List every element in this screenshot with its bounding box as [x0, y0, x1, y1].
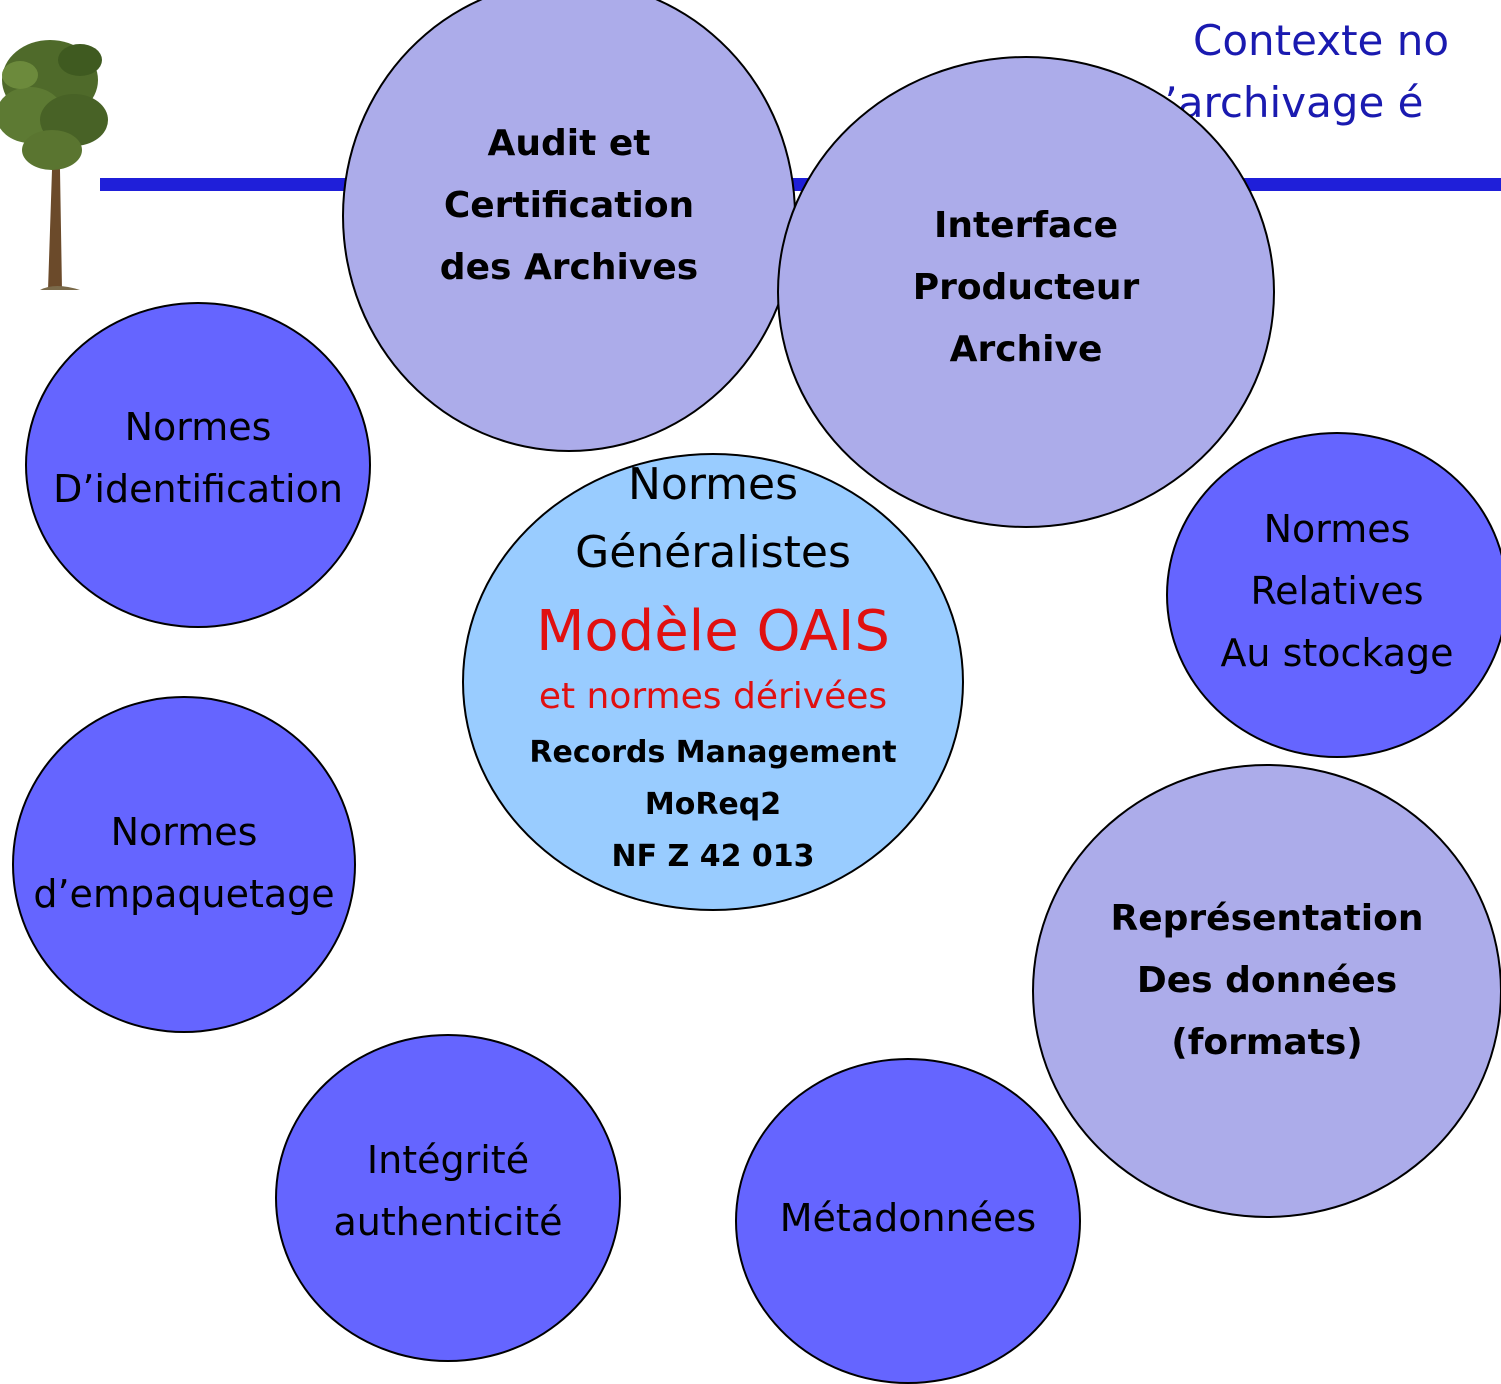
bubble-representation-line-3: (formats)	[1171, 1022, 1363, 1063]
bubble-metadonnees: Métadonnées	[735, 1058, 1081, 1384]
bubble-stockage-line-2: Relatives	[1250, 569, 1424, 613]
bubble-normes-generalistes: Normes Généralistes Modèle OAIS et norme…	[462, 453, 964, 911]
core-line-2: Généralistes	[575, 527, 851, 578]
bubble-metadonnees-line-1: Métadonnées	[779, 1196, 1037, 1240]
core-item-records: Records Management	[529, 735, 897, 770]
bubble-interface-producteur: Interface Producteur Archive	[777, 56, 1275, 528]
slide-title: Contexte no L’archivage é	[1141, 10, 1501, 134]
bubble-audit-line-1: Audit et	[487, 123, 651, 164]
bubble-audit-line-2: Certification	[443, 185, 695, 226]
tree-icon	[0, 40, 108, 290]
bubble-representation-line-2: Des données	[1136, 960, 1398, 1001]
bubble-normes-stockage: Normes Relatives Au stockage	[1166, 432, 1501, 758]
bubble-empaquetage-line-2: d’empaquetage	[33, 871, 335, 916]
bubble-stockage-line-3: Au stockage	[1220, 631, 1454, 675]
core-derived-label: et normes dérivées	[538, 676, 888, 717]
bubble-interface-line-2: Producteur	[912, 267, 1140, 308]
bubble-integrite-line-2: authenticité	[333, 1200, 563, 1244]
bubble-normes-empaquetage: Normes d’empaquetage	[12, 696, 356, 1033]
bubble-representation-line-1: Représentation	[1110, 898, 1424, 939]
bubble-integrite-authenticite: Intégrité authenticité	[275, 1034, 621, 1362]
bubble-empaquetage-line-1: Normes	[110, 809, 258, 854]
bubble-representation-donnees: Représentation Des données (formats)	[1032, 764, 1501, 1218]
bubble-identification-line-1: Normes	[124, 405, 272, 449]
bubble-stockage-line-1: Normes	[1263, 507, 1411, 551]
core-item-moreq2: MoReq2	[644, 787, 782, 822]
core-item-nfz: NF Z 42 013	[611, 839, 815, 874]
core-oais-label: Modèle OAIS	[536, 599, 890, 664]
bubble-interface-line-1: Interface	[933, 205, 1119, 246]
title-line-1: Contexte no	[1193, 16, 1450, 65]
bubble-integrite-line-1: Intégrité	[366, 1138, 530, 1182]
bubble-normes-identification: Normes D’identification	[25, 302, 371, 628]
bubble-identification-line-2: D’identification	[53, 467, 343, 511]
bubble-audit-line-3: des Archives	[439, 247, 699, 288]
bubble-audit-certification: Audit et Certification des Archives	[342, 0, 796, 452]
core-line-1: Normes	[627, 459, 798, 510]
bubble-interface-line-3: Archive	[949, 329, 1103, 370]
